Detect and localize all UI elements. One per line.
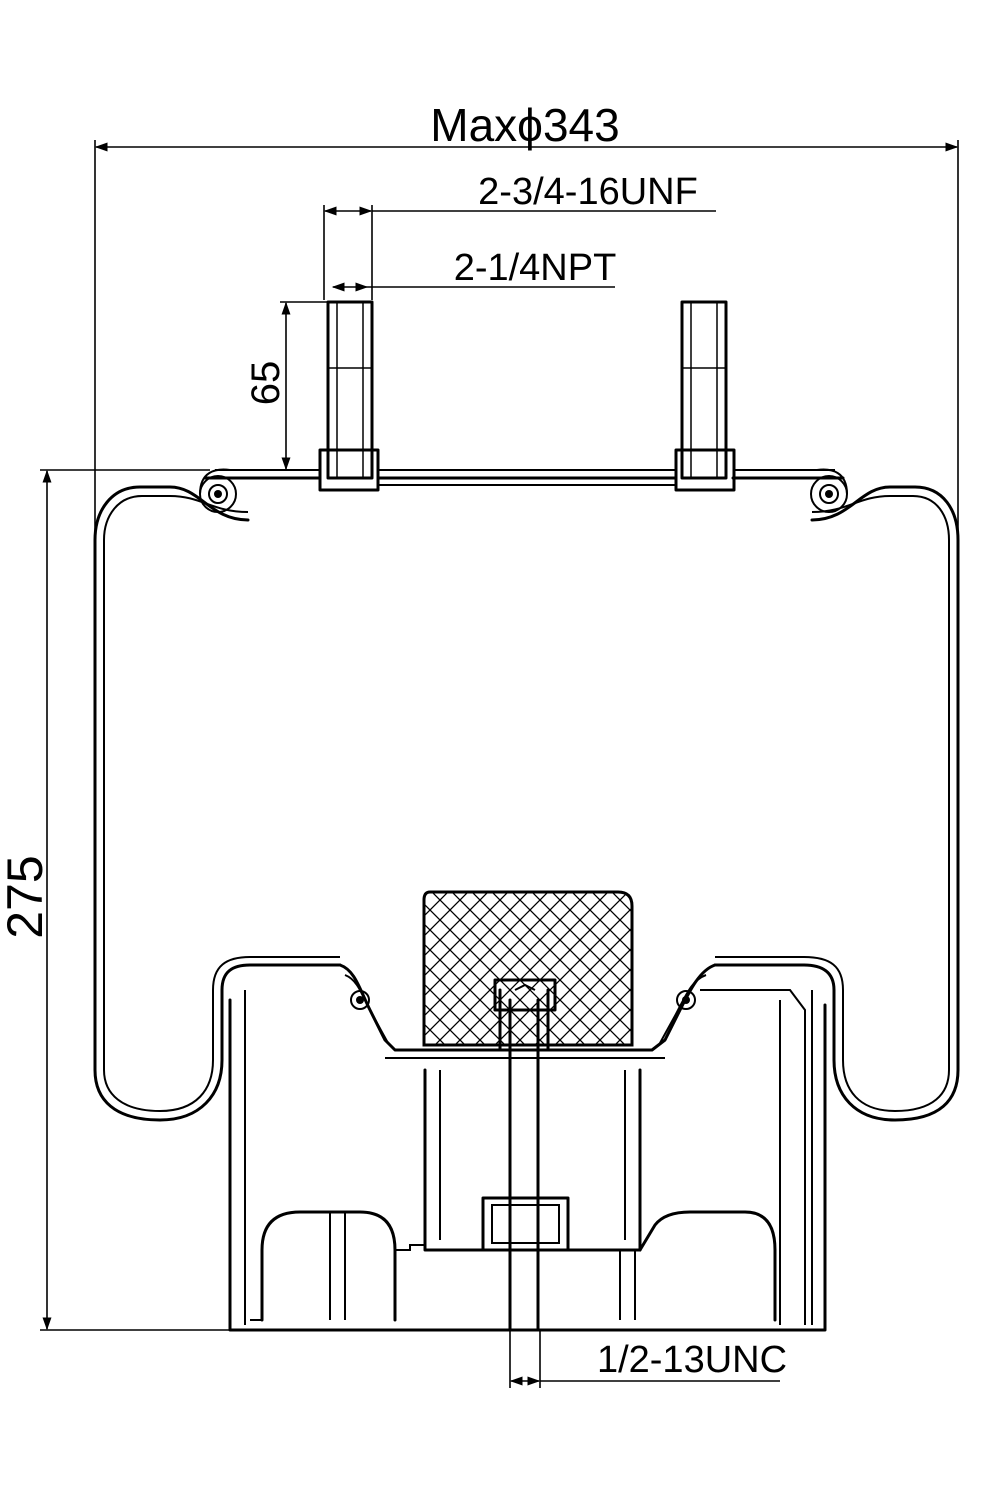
lower-thread-label: 1/2-13UNC [597, 1339, 787, 1381]
upper-thread-dimension [323, 205, 716, 300]
overall-height-label: 275 [0, 855, 53, 938]
npt-label: 2-1/4NPT [454, 247, 617, 289]
max-diameter-label: Maxϕ343 [430, 99, 619, 151]
bellows [93, 485, 960, 1122]
stud-length-label: 65 [244, 361, 288, 406]
max-diameter-dimension [94, 140, 959, 540]
center-bolt [481, 983, 570, 1332]
bumper [422, 890, 634, 1047]
stud-length-dimension [280, 301, 328, 471]
right-stud [674, 300, 736, 492]
lower-bead-plate [338, 963, 717, 1059]
top-bead-plate [199, 468, 848, 513]
overall-height-dimension [40, 469, 230, 1331]
lower-thread-dimension [509, 1330, 780, 1388]
left-stud [318, 300, 380, 492]
upper-thread-label: 2-3/4-16UNF [478, 171, 698, 213]
